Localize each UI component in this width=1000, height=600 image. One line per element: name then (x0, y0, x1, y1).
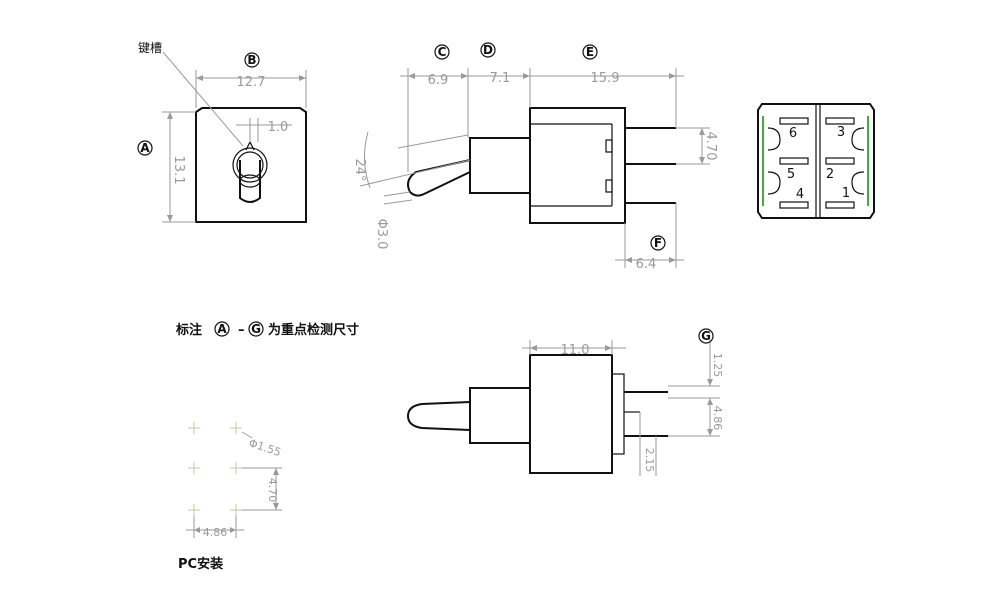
pin-view-body (757, 103, 875, 219)
note-range-end: G (251, 322, 261, 336)
label-e: E (586, 45, 594, 59)
pin-label-5: 5 (787, 167, 795, 182)
dim-lever-diameter: Φ3.0 (374, 219, 389, 250)
label-g: G (701, 329, 711, 343)
dim-keyway-width: 1.0 (268, 120, 289, 135)
dim-pin-length: 6.4 (636, 257, 657, 272)
keyway-notch (245, 140, 255, 151)
label-c: C (438, 45, 447, 59)
dim-pin-offset-bottom: 2.15 (643, 448, 656, 473)
hole-marker (230, 504, 242, 516)
side-lever (407, 159, 471, 197)
dim-side-neck: 7.1 (490, 71, 511, 86)
dim-bottom-body: 11.0 (561, 343, 590, 358)
hole-marker (230, 422, 242, 434)
pin-label-6: 6 (789, 126, 797, 141)
dim-front-height: 13.1 (171, 156, 186, 185)
dim-front-width: 12.7 (237, 75, 266, 90)
pin-label-3: 3 (837, 125, 845, 140)
hole-marker (230, 462, 242, 474)
pin-label-4: 4 (796, 187, 804, 202)
dim-bottom-pin-pitch: 4.86 (711, 406, 724, 431)
front-bushing-inner (236, 151, 264, 179)
front-lever-ring (239, 174, 261, 188)
pin-label-1: 1 (842, 186, 850, 201)
front-bushing (232, 147, 268, 183)
dim-hole-pitch-v: 4.70 (266, 478, 279, 503)
bottom-body (529, 354, 613, 474)
label-b: B (247, 53, 256, 67)
pc-mount-pattern: Φ1.55 4.70 4.86 PC安装 (178, 422, 283, 572)
dim-side-body: 15.9 (591, 71, 620, 86)
label-f: F (654, 236, 662, 250)
dim-pin-offset-top: 1.25 (711, 353, 724, 378)
note-dash: – (238, 323, 245, 338)
keyway-label: 键槽 (138, 41, 162, 55)
pc-mount-label: PC安装 (178, 556, 223, 572)
front-view: 12.7 13.1 1.0 键槽 A B (137, 41, 307, 223)
inspection-note: 标注 A – G 为重点检测尺寸 (175, 321, 359, 338)
dim-hole-diameter: Φ1.55 (247, 436, 283, 459)
note-range-start: A (217, 322, 227, 336)
side-bushing (469, 137, 531, 194)
front-lever (239, 160, 261, 203)
pin-view: 6 3 5 2 4 1 (757, 103, 875, 219)
bottom-lever (406, 401, 471, 431)
note-suffix: 为重点检测尺寸 (268, 322, 359, 338)
dim-lever-angle: 24° (352, 158, 367, 181)
bottom-bushing (469, 387, 531, 444)
dim-side-bushing: 6.9 (428, 73, 449, 88)
hole-marker (188, 422, 200, 434)
note-prefix: 标注 (175, 322, 202, 338)
dim-side-pin-pitch: 4.70 (703, 132, 718, 161)
bottom-view: 11.0 1.25 4.86 2.15 G (406, 328, 724, 476)
hole-marker (188, 504, 200, 516)
dim-hole-pitch-h: 4.86 (203, 526, 228, 539)
label-d: D (483, 43, 493, 57)
side-view: 6.9 7.1 15.9 24° Φ3.0 4.70 6.4 C D E (352, 42, 718, 272)
label-a: A (140, 141, 150, 155)
hole-marker (188, 462, 200, 474)
pin-label-2: 2 (826, 167, 834, 182)
